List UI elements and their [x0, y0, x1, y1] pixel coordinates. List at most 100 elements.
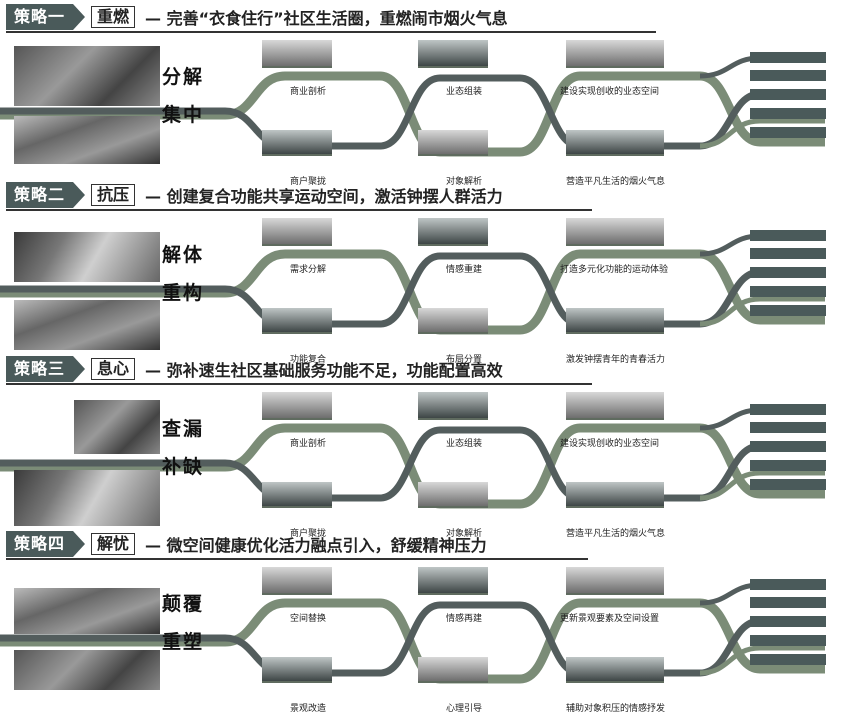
stage-illustration-5: [566, 40, 664, 68]
stage-illustration-2: [262, 130, 332, 156]
stage-illustration-4: [418, 482, 488, 508]
output-bar-3: [750, 89, 826, 100]
flow-band-4: [699, 296, 825, 327]
flow-band-1: [0, 71, 825, 157]
stage-caption-5: 建设实现创收的业态空间: [560, 439, 660, 449]
process-word-top: 解体: [162, 244, 205, 266]
flow-band-1: [0, 249, 825, 335]
stage-illustration-4: [418, 657, 488, 683]
header-underline: [6, 558, 588, 560]
output-bar-3: [750, 441, 826, 452]
stage-caption-1: 商业剖析: [290, 87, 327, 97]
stage-caption-4: 对象解析: [446, 529, 483, 539]
stage-illustration-3: [418, 40, 488, 68]
flow-band-1: [0, 423, 825, 509]
output-bar-3: [750, 267, 826, 278]
strategy-section-2: 策略二抗压 — 创建复合功能共享运动空间，激活钟摆人群活力解体重构 需求分解功能复合…: [0, 178, 845, 365]
stage-caption-3: 情感重建: [446, 265, 483, 275]
stage-caption-5: 更新景观要素及空间设置: [560, 614, 660, 624]
strategy-keyword: 抗压: [91, 184, 136, 206]
stage-illustration-6: [566, 308, 664, 334]
process-word-top: 颠覆: [162, 593, 205, 615]
strategy-tag: 策略一: [6, 4, 74, 30]
stage-illustration-3: [418, 567, 488, 595]
flow-band-4: [699, 118, 825, 149]
section-header: 策略一重燃 — 完善“衣食住行”社区生活圈，重燃闹市烟火气息: [6, 4, 508, 30]
stage-caption-4: 布局分置: [446, 355, 483, 365]
process-word-bottom: 集中: [162, 104, 205, 126]
process-word-top: 分解: [162, 66, 205, 88]
strategy-section-4: 策略四解忧— 微空间健康优化活力融点引入，舒缓精神压力颠覆重塑空间替换景观改造情…: [0, 527, 845, 714]
stage-caption-2: 功能复合: [290, 355, 327, 365]
section-header: 策略四解忧 — 微空间健康优化活力融点引入，舒缓精神压力: [6, 531, 487, 557]
output-bar-1: [750, 579, 826, 590]
strategy-tag: 策略三: [6, 356, 74, 382]
flow-band-1: [0, 598, 825, 684]
stage-caption-5: 建设实现创收的业态空间: [560, 87, 660, 97]
strategy-section-3: 策略三息心— 弥补速生社区基础服务功能不足，功能配置高效查漏补缺商业剖析商户聚拢…: [0, 352, 845, 539]
stage-illustration-1: [262, 40, 332, 68]
output-bar-1: [750, 404, 826, 415]
strategy-description: — 完善“衣食住行”社区生活圈，重燃闹市烟火气息: [145, 9, 508, 28]
stage-illustration-4: [418, 130, 488, 156]
stage-illustration-1: [262, 218, 332, 246]
flow-band-4: [699, 470, 825, 501]
strategy-tag: 策略四: [6, 531, 74, 557]
site-photo-1: [74, 400, 160, 454]
process-word-bottom: 重塑: [162, 631, 205, 653]
stage-caption-1: 空间替换: [290, 614, 327, 624]
strategy-keyword: 重燃: [91, 6, 136, 28]
stage-caption-6: 营造平凡生活的烟火气息: [566, 529, 666, 539]
site-photo-1: [14, 588, 160, 634]
output-bar-4: [750, 460, 826, 471]
chevron-icon: [73, 4, 86, 30]
stage-illustration-1: [262, 567, 332, 595]
output-bar-5: [750, 654, 826, 665]
output-bar-2: [750, 248, 826, 259]
stage-illustration-6: [566, 657, 664, 683]
chevron-icon: [73, 182, 86, 208]
strategy-description: — 创建复合功能共享运动空间，激活钟摆人群活力: [145, 187, 503, 206]
site-photo-2: [14, 650, 160, 690]
stage-illustration-6: [566, 482, 664, 508]
stage-illustration-5: [566, 392, 664, 420]
output-bar-2: [750, 70, 826, 81]
stage-caption-6: 营造平凡生活的烟火气息: [566, 177, 666, 187]
stage-caption-4: 对象解析: [446, 177, 483, 187]
stage-caption-2: 景观改造: [290, 704, 327, 714]
output-bar-5: [750, 305, 826, 316]
output-bar-3: [750, 616, 826, 627]
stage-illustration-2: [262, 308, 332, 334]
stage-illustration-5: [566, 218, 664, 246]
header-underline: [6, 31, 656, 33]
output-bar-4: [750, 108, 826, 119]
stage-caption-4: 心理引导: [446, 704, 483, 714]
stage-caption-6: 辅助对象积压的情感抒发: [566, 704, 666, 714]
stage-caption-3: 业态组装: [446, 87, 483, 97]
strategy-keyword: 息心: [91, 358, 136, 380]
stage-illustration-6: [566, 130, 664, 156]
stage-illustration-2: [262, 657, 332, 683]
process-word-bottom: 补缺: [162, 456, 205, 478]
strategy-tag: 策略二: [6, 182, 74, 208]
process-word-top: 查漏: [162, 418, 205, 440]
stage-caption-1: 商业剖析: [290, 439, 327, 449]
output-bar-4: [750, 286, 826, 297]
stage-caption-1: 需求分解: [290, 265, 327, 275]
stage-caption-2: 商户聚拢: [290, 177, 327, 187]
chevron-icon: [73, 531, 86, 557]
strategy-description: — 微空间健康优化活力融点引入，舒缓精神压力: [145, 536, 487, 555]
flow-band-4: [699, 645, 825, 676]
output-bar-5: [750, 127, 826, 138]
site-photo-1: [14, 232, 160, 282]
strategy-keyword: 解忧: [91, 533, 136, 555]
process-word-bottom: 重构: [162, 282, 205, 304]
stage-illustration-1: [262, 392, 332, 420]
output-bar-1: [750, 230, 826, 241]
stage-illustration-4: [418, 308, 488, 334]
stage-illustration-2: [262, 482, 332, 508]
stage-illustration-5: [566, 567, 664, 595]
header-underline: [6, 209, 592, 211]
section-header: 策略二抗压 — 创建复合功能共享运动空间，激活钟摆人群活力: [6, 182, 503, 208]
stage-illustration-3: [418, 392, 488, 420]
